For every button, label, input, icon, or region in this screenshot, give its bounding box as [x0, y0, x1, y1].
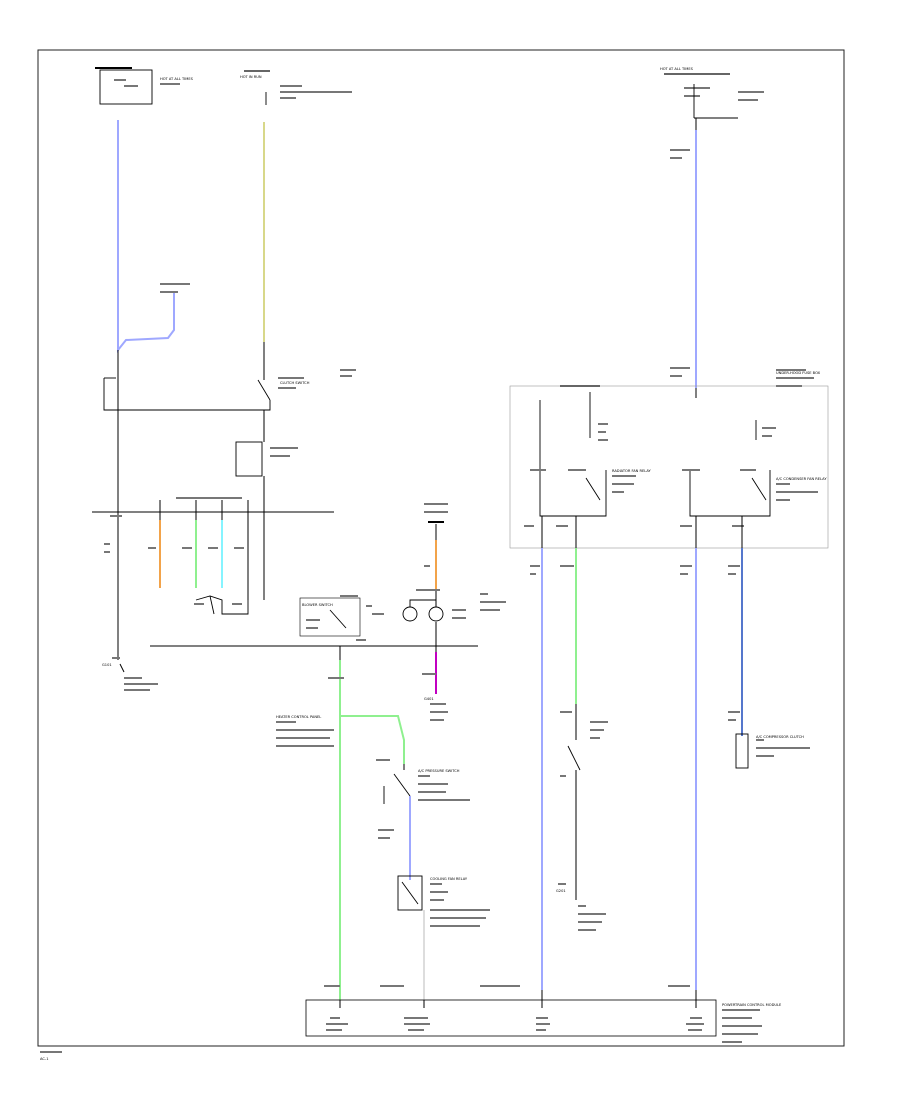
fuse-box-left-top: [99, 69, 153, 105]
relay-diagonal: [401, 881, 419, 905]
switch-arm: [329, 609, 347, 629]
wire-blue-left: [117, 120, 175, 353]
fuse-box-left-label: HOT IN RUN: [240, 75, 262, 79]
blower-switch-label: BLOWER SWITCH: [302, 603, 333, 607]
relay-contact: [751, 477, 767, 501]
hot-at-all-times-right: HOT AT ALL TIMES: [660, 67, 694, 71]
relay-contact: [257, 379, 271, 401]
pressure-switch-arm: [393, 773, 411, 797]
wire-green-center: [339, 660, 405, 764]
radiator-fan-relay-label: RADIATOR FAN RELAY: [612, 469, 652, 473]
blower-switch-box: [299, 597, 361, 637]
ac-pressure-switch-label: A/C PRESSURE SWITCH: [418, 769, 460, 773]
relay-right-2: [689, 470, 771, 517]
diagram-frame: [37, 49, 845, 1047]
clutch-switch-label: CLUTCH SWITCH: [280, 381, 310, 385]
switch-arm: [209, 595, 215, 615]
relay-coil-left: [235, 441, 263, 477]
footer-id: AC-1: [40, 1057, 49, 1061]
relay-contact: [585, 477, 601, 501]
relay-box-left: [103, 378, 271, 411]
switch-arm: [567, 745, 581, 771]
lamp-1: [402, 606, 418, 622]
ac-compressor-clutch-label: A/C COMPRESSOR CLUTCH: [756, 735, 804, 739]
fuse-box-right: [509, 385, 829, 549]
cooling-fan-relay-label: COOLING FAN RELAY: [430, 877, 468, 881]
ground-left-symbol: [119, 663, 125, 673]
ground-right: G201: [556, 889, 566, 893]
heater-control-panel-label: HEATER CONTROL PANEL: [276, 715, 321, 719]
lamp-2: [428, 606, 444, 622]
condenser-fan-relay-label: A/C CONDENSER FAN RELAY: [776, 477, 827, 481]
ecm-label: POWERTRAIN CONTROL MODULE: [722, 1003, 782, 1007]
switch-small-left: [195, 595, 249, 615]
lamp-wire: [409, 599, 436, 607]
hot-at-all-times-left: HOT AT ALL TIMES: [160, 77, 194, 81]
ground-left: G101: [102, 663, 112, 667]
pcm-box: [305, 999, 717, 1037]
ac-compressor-clutch: [735, 733, 749, 769]
relay-right-1: [539, 470, 607, 517]
ground-mid: G401: [424, 697, 434, 701]
fuse-box-right-label: UNDER-HOOD FUSE BOX: [776, 371, 821, 375]
relay-coil-center: [397, 875, 423, 911]
